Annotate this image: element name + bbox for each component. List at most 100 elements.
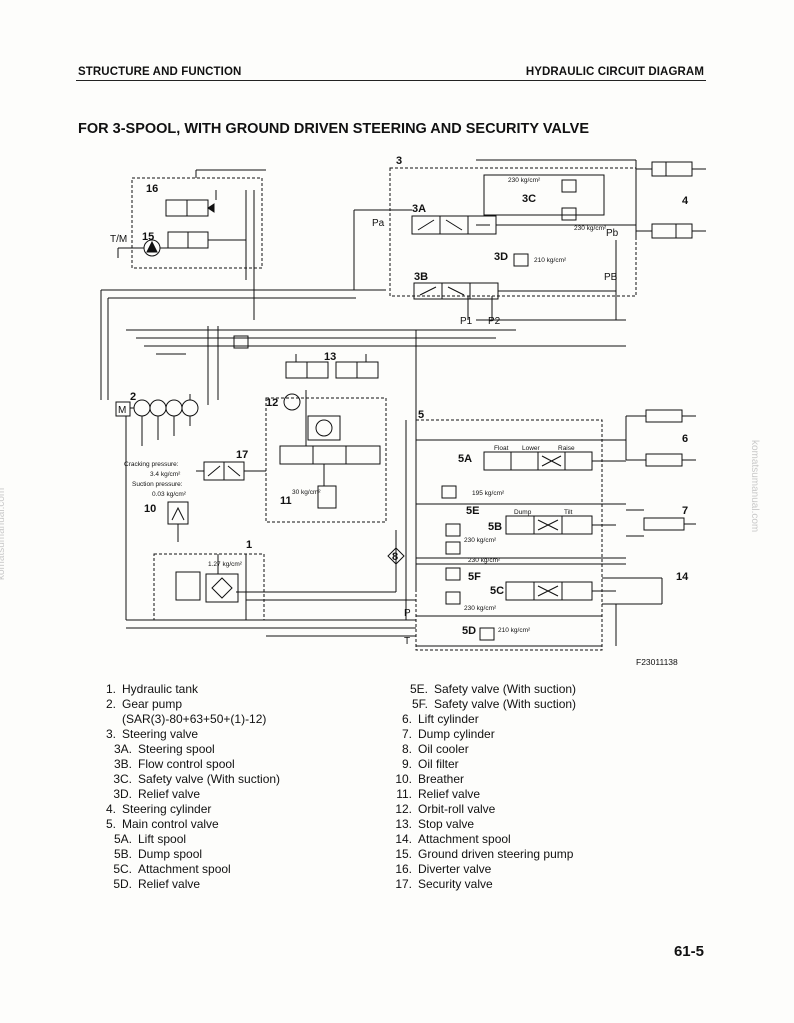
orbit-roll-group (265, 397, 387, 523)
pressure-tank: 1.27 kg/cm² (208, 561, 243, 568)
legend-item: 17. Security valve (392, 877, 576, 892)
callout-13: 13 (324, 351, 336, 363)
legend-item-text: Flow control spool (138, 757, 235, 771)
legend-item: 3A.Steering spool (96, 742, 280, 757)
legend-item-text: Safety valve (With suction) (434, 697, 577, 711)
callout-3C: 3C (522, 193, 536, 205)
callout-3: 3 (396, 155, 402, 167)
legend-item: (SAR(3)-80+63+50+(1)-12) (96, 712, 280, 727)
legend-item: 3D. Relief valve (96, 787, 280, 802)
legend-item-text: Breather (418, 772, 465, 786)
legend-item-number: 11. (396, 787, 412, 801)
callout-5E: 5E (466, 505, 479, 517)
legend-item: 5F.Safety valve (With suction) (392, 697, 576, 712)
legend-item: 5C.Attachment spool (96, 862, 280, 877)
legend-item-text: Lift spool (138, 832, 187, 846)
legend-item-number: 12. (395, 802, 412, 816)
legend-item-number: 3. (105, 727, 116, 741)
oil-cooler-symbol (387, 547, 405, 565)
callout-3B: 3B (414, 271, 428, 283)
legend-item-text: Steering spool (138, 742, 215, 756)
legend-item-text: Safety valve (With suction) (434, 682, 577, 696)
legend-item-text: Orbit-roll valve (418, 802, 496, 816)
legend-item-text: Hydraulic tank (122, 682, 199, 696)
pressure-3c-bottom: 230 kg/cm² (574, 225, 607, 232)
legend-item-number: 17. (395, 877, 412, 891)
hydraulic-circuit-diagram: 16 15 3 3A 3C 3D 3B 4 13 12 2 17 10 11 1… (96, 150, 706, 680)
callout-17: 17 (236, 449, 248, 461)
legend-item-number: 9. (401, 757, 412, 771)
legend-item-text: Relief valve (138, 787, 201, 801)
legend-item-number: 2. (105, 697, 116, 711)
gear-pump-3-symbol (165, 399, 183, 417)
pressure-11: 30 kg/cm² (292, 489, 321, 496)
legend-item: 12. Orbit-roll valve (392, 802, 576, 817)
port-pb2: PB (604, 272, 618, 283)
label-dump: Dump (514, 509, 532, 516)
legend-item: 5B.Dump spool (96, 847, 280, 862)
pressure-5f-top: 230 kg/cm² (468, 557, 501, 564)
legend-item-text: Gear pump (122, 697, 183, 711)
legend-item-text: Security valve (418, 877, 493, 891)
header-diagram-title: HYDRAULIC CIRCUIT DIAGRAM (525, 66, 704, 78)
legend-item-number: 3B. (113, 757, 132, 771)
legend-item: 3B. Flow control spool (96, 757, 280, 772)
callout-10: 10 (144, 503, 156, 515)
security-note-4: 0.03 kg/cm² (152, 491, 187, 498)
watermark-left: komatsumanual.com (0, 487, 7, 580)
legend-item: 6.Lift cylinder (392, 712, 576, 727)
callout-14: 14 (676, 571, 689, 583)
legend-item: 11. Relief valve (392, 787, 576, 802)
legend-item: 10. Breather (392, 772, 576, 787)
watermark-right: komatsumanual.com (749, 440, 760, 533)
legend-item-number (96, 712, 116, 727)
callout-3D: 3D (494, 251, 508, 263)
legend-item-number: 14. (395, 832, 412, 846)
header-rule (76, 80, 706, 81)
legend-item-text: Steering valve (122, 727, 199, 741)
port-tm: T/M (110, 234, 127, 245)
legend-item-text: Relief valve (418, 787, 481, 801)
port-t: T (404, 636, 410, 647)
port-pa: Pa (372, 218, 385, 229)
legend-item: 2. Gear pump (96, 697, 280, 712)
legend-item-number: 15. (395, 847, 412, 861)
callout-1: 1 (246, 539, 252, 551)
callout-15: 15 (142, 231, 154, 243)
callout-16: 16 (146, 183, 158, 195)
legend-item-text: (SAR(3)-80+63+50+(1)-12) (122, 712, 267, 726)
legend-item-number: 5E. (409, 682, 428, 696)
callout-2: 2 (130, 391, 136, 403)
legend-item: 14. Attachment spool (392, 832, 576, 847)
legend-item-number: 5A. (113, 832, 132, 846)
callout-5D: 5D (462, 625, 476, 637)
legend-item-number: 5D. (113, 877, 132, 891)
legend-item-text: Lift cylinder (418, 712, 479, 726)
callout-11: 11 (280, 495, 292, 507)
legend-item-number: 5C. (113, 862, 132, 876)
legend-item-text: Attachment spool (418, 832, 511, 846)
gear-pump-4-symbol (181, 399, 199, 417)
legend-item-text: Diverter valve (418, 862, 492, 876)
label-raise: Raise (558, 445, 575, 452)
legend-item-text: Dump cylinder (418, 727, 495, 741)
legend-item-number: 3C. (113, 772, 132, 786)
legend-item-number: 3D. (113, 787, 132, 801)
label-lower: Lower (522, 445, 541, 452)
legend-item-number: 10. (395, 772, 412, 786)
gear-pump-2-symbol (149, 399, 167, 417)
legend-item-text: Ground driven steering pump (418, 847, 574, 861)
header-section-title: STRUCTURE AND FUNCTION (78, 66, 242, 78)
legend-item-text: Steering cylinder (122, 802, 212, 816)
legend-item: 1.Hydraulic tank (96, 682, 280, 697)
callout-3A: 3A (412, 203, 426, 215)
port-p: P (404, 608, 411, 619)
legend-item: 5.Main control valve (96, 817, 280, 832)
legend-item-number: 4. (105, 802, 116, 816)
callout-7: 7 (682, 505, 688, 517)
legend-item: 4. Steering cylinder (96, 802, 280, 817)
callout-12: 12 (266, 397, 278, 409)
legend-item: 13.Stop valve (392, 817, 576, 832)
port-p2: P2 (488, 316, 501, 327)
